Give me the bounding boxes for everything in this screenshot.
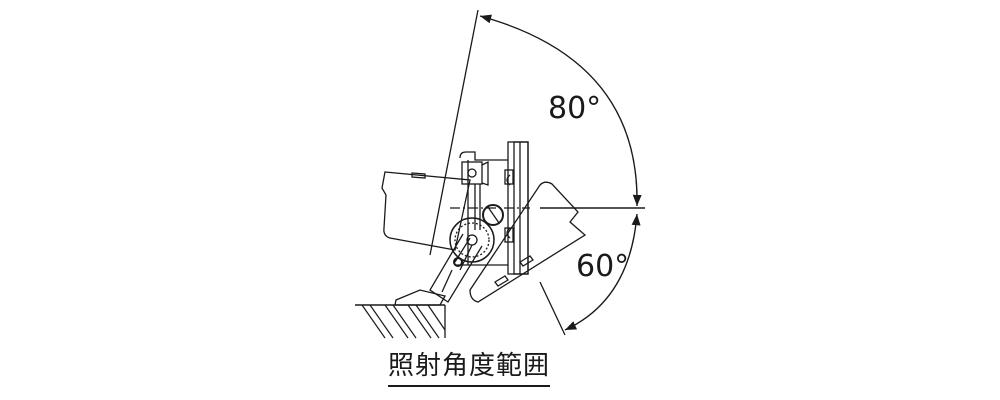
mounting-arm — [429, 233, 483, 303]
mounting-base — [394, 289, 446, 306]
diagram-caption: 照射角度範囲 — [388, 345, 551, 387]
reference-line-80 — [429, 9, 479, 256]
fixture-tilted-down — [469, 181, 587, 303]
dimension-arc-80 — [479, 14, 642, 207]
angle-knob — [482, 204, 504, 226]
surface-hatching — [361, 304, 446, 339]
dimension-arc-60 — [564, 213, 641, 331]
fixture-tilted-up — [381, 171, 471, 251]
angle-down-label: 60° — [576, 249, 630, 284]
fixture-housing — [455, 151, 508, 266]
angle-up-label: 80° — [548, 91, 602, 126]
reference-line-60 — [539, 281, 566, 336]
